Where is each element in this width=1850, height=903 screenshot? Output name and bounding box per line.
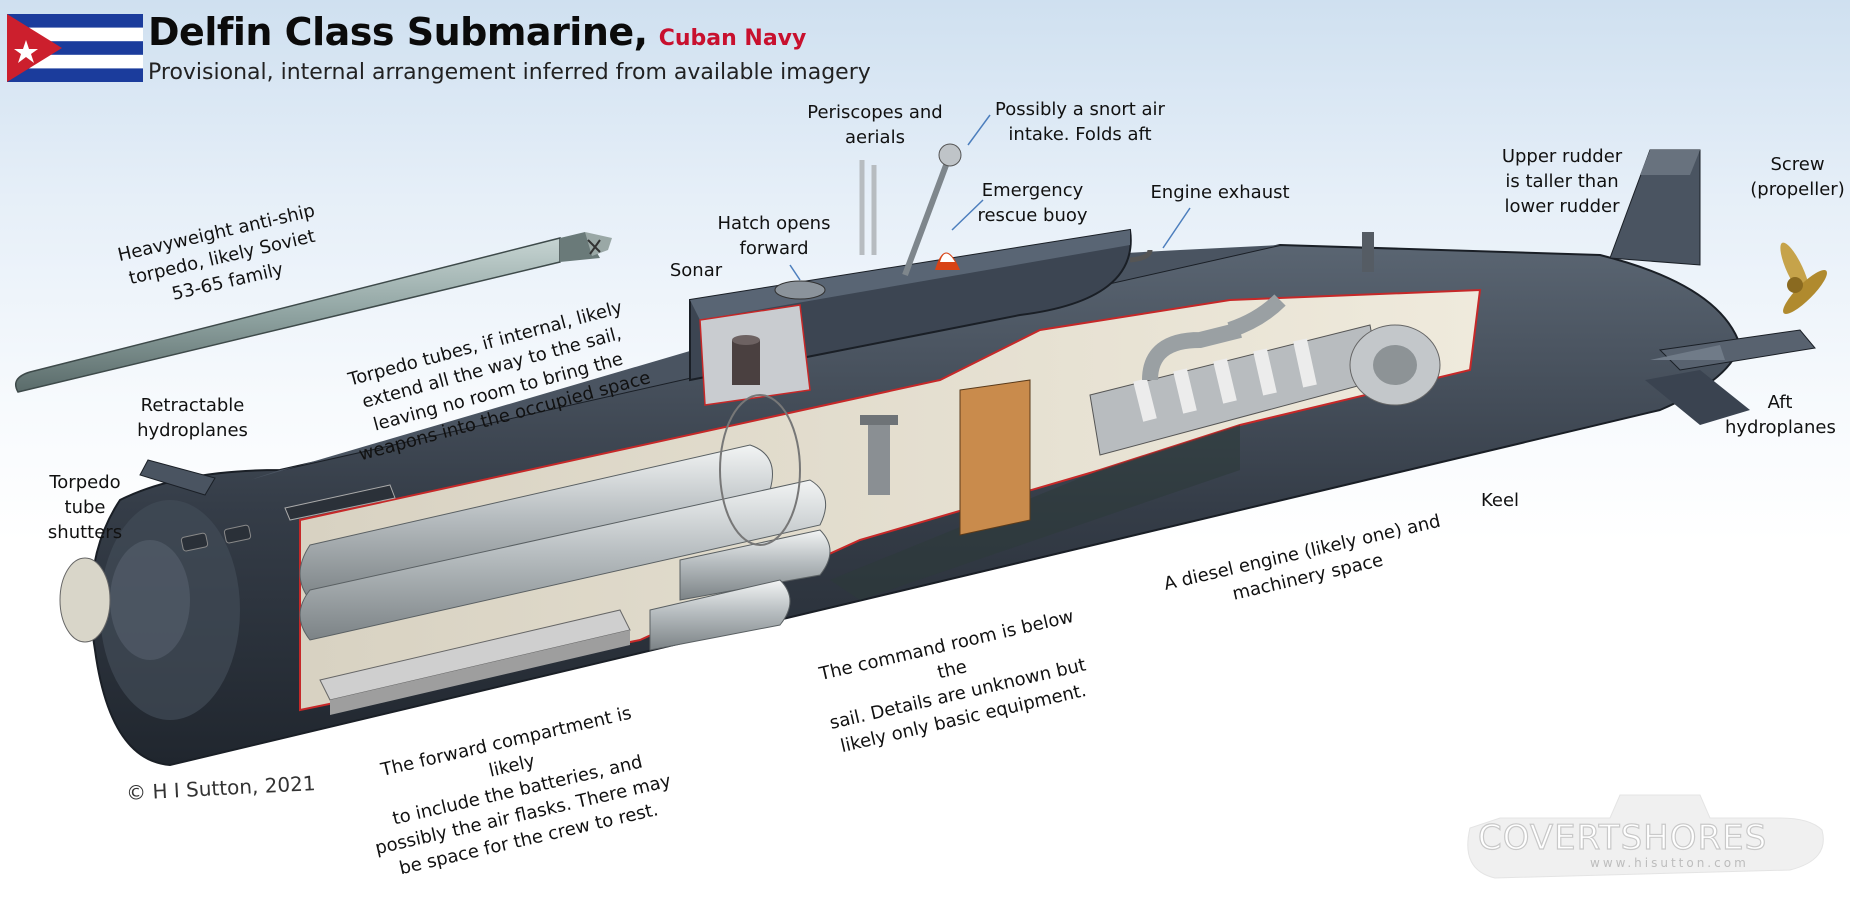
leader-lines xyxy=(789,114,1191,281)
batteries xyxy=(319,609,631,715)
keel-label: Keel xyxy=(1480,490,1520,511)
sonar-label: Sonar xyxy=(669,260,723,281)
diesel-engine xyxy=(1089,294,1441,456)
heavyweight-torpedo xyxy=(15,232,612,393)
navy-subtitle: Cuban Navy xyxy=(658,26,807,51)
covertshores-watermark-icon xyxy=(1467,794,1824,879)
command-room xyxy=(860,379,1031,536)
cuban-flag-icon xyxy=(7,14,143,82)
page-subtitle: Provisional, internal arrangement inferr… xyxy=(148,60,871,85)
title-block: Delfin Class Submarine, Cuban Navy xyxy=(148,10,806,54)
engine-exhaust-label: Engine exhaust xyxy=(1150,182,1290,203)
torpedo-tubes xyxy=(299,394,831,651)
screw-label: Screw(propeller) xyxy=(1750,154,1845,200)
watermark-text: COVERTSHORES xyxy=(1477,817,1768,858)
page-title: Delfin Class Submarine, xyxy=(148,10,648,54)
watermark-url: www.hisutton.com xyxy=(1590,856,1749,870)
stern-assembly xyxy=(1609,149,1827,425)
sail xyxy=(689,143,1374,406)
bow-details xyxy=(59,459,396,643)
